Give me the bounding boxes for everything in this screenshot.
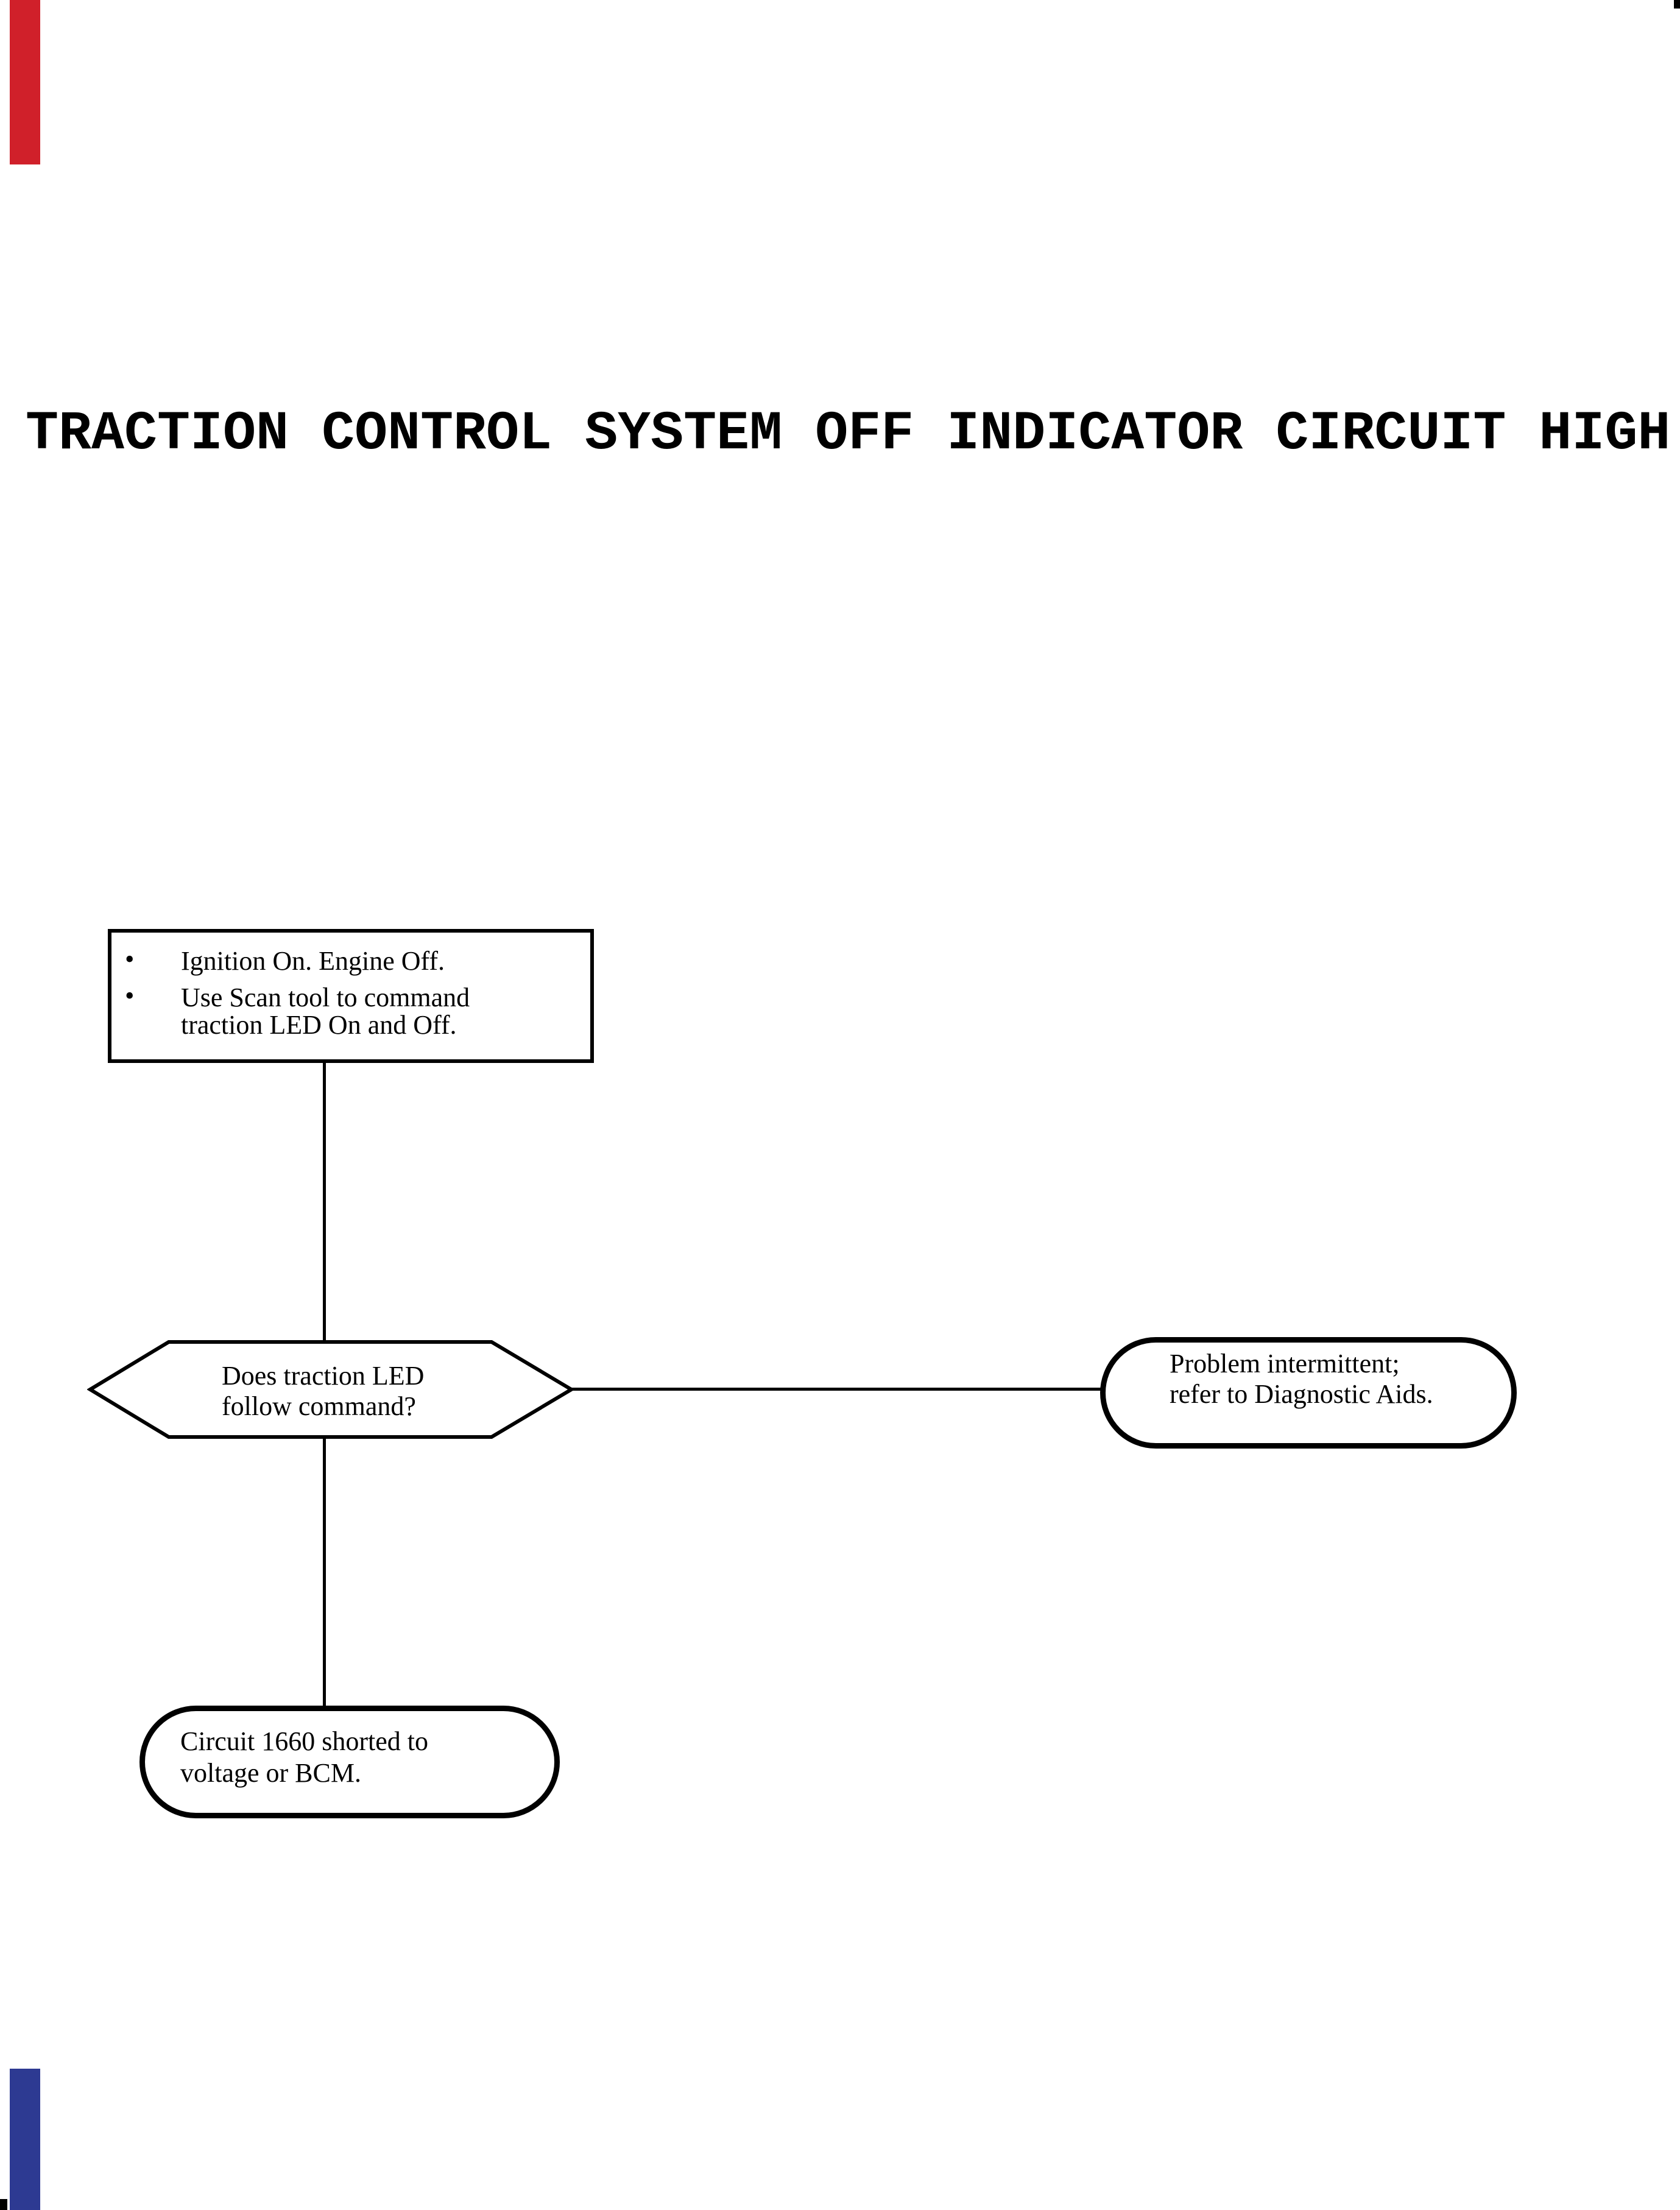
instruction-item: • Ignition On. Engine Off. [111,944,590,976]
terminal-bottom-shape [139,1706,560,1818]
red-edge-mark [10,0,40,164]
terminal-bottom-text: Circuit 1660 shorted to voltage or BCM. [180,1726,428,1789]
terminal-bottom-line: voltage or BCM. [180,1758,361,1788]
page-title: TRACTION CONTROL SYSTEM OFF INDICATOR CI… [26,403,1671,465]
terminal-bottom-line: Circuit 1660 shorted to [180,1726,428,1756]
decision-text-line: Does traction LED [222,1361,425,1391]
bottom-left-corner-mark [0,2199,7,2210]
terminal-right-shape [1100,1337,1517,1449]
connector-decision-to-right-terminal [570,1388,1101,1391]
decision-text-line: follow command? [222,1391,416,1421]
decision-hexagon-shape [87,1340,574,1439]
terminal-right-text: Problem intermittent; refer to Diagnosti… [1170,1349,1433,1410]
instruction-item: • Use Scan tool to command traction LED … [111,981,590,1040]
top-right-corner-mark [1674,0,1680,9]
connector-box-to-decision [323,1063,326,1343]
bullet-icon: • [125,944,135,974]
terminal-right-line: refer to Diagnostic Aids. [1170,1379,1433,1409]
decision-text: Does traction LED follow command? [222,1361,424,1422]
terminal-right-line: Problem intermittent; [1170,1349,1400,1379]
blue-edge-mark [10,2069,40,2210]
instruction-line: Use Scan tool to command [181,983,470,1012]
connector-decision-to-bottom-terminal [323,1435,326,1707]
instruction-box: • Ignition On. Engine Off. • Use Scan to… [108,929,594,1063]
instruction-line: Ignition On. Engine Off. [181,946,445,976]
bullet-icon: • [125,981,135,1011]
instruction-line: traction LED On and Off. [181,1010,457,1040]
